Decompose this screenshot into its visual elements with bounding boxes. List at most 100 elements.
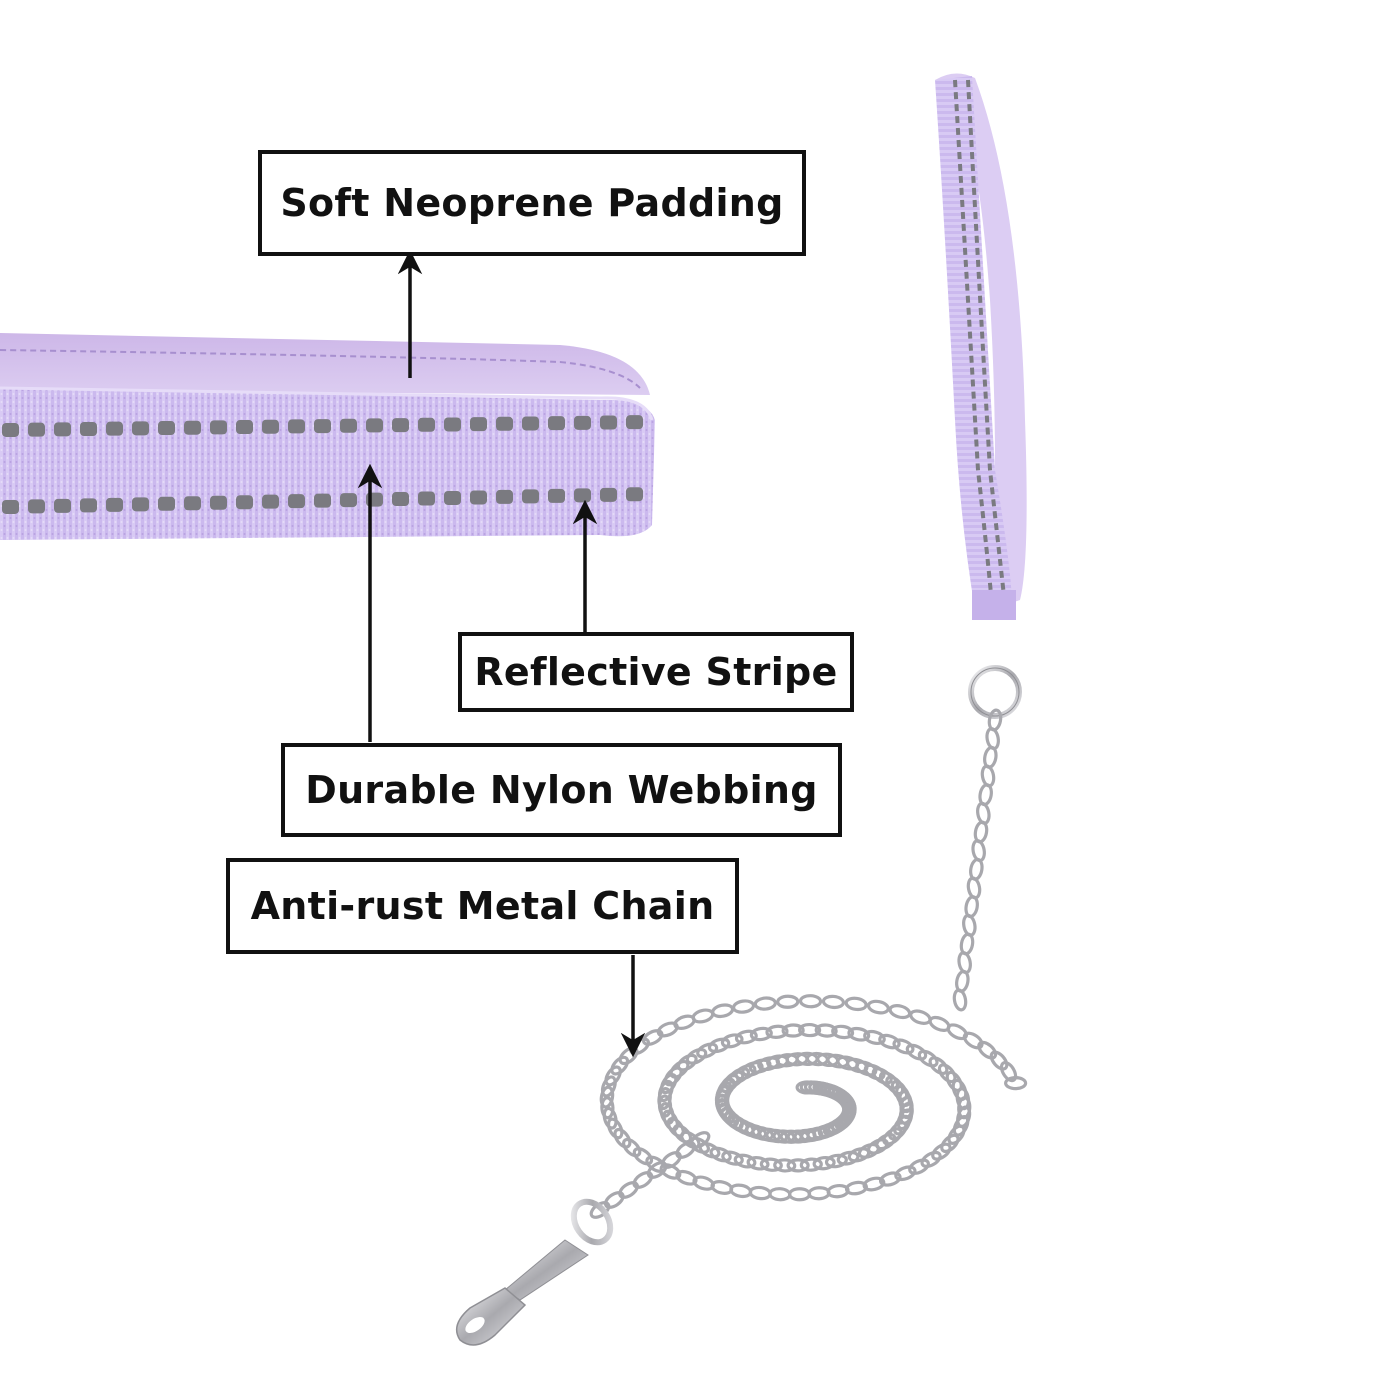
- chain-link: [917, 1049, 939, 1068]
- reflective-dash: [262, 494, 279, 509]
- d-ring: [968, 665, 1022, 719]
- reflective-dash: [496, 489, 513, 504]
- chain-link: [937, 1063, 957, 1084]
- chain-link: [894, 1165, 917, 1182]
- chain-link: [879, 1171, 902, 1187]
- nylon-webbing-band: [0, 388, 655, 540]
- chain-link: [618, 1181, 639, 1199]
- chain-link: [920, 1150, 942, 1169]
- chain-link: [807, 1186, 831, 1201]
- reflective-dash: [340, 493, 357, 508]
- chain-link: [844, 1180, 868, 1196]
- handle-closeup: [0, 333, 655, 540]
- chain-link: [776, 994, 800, 1009]
- chain-link: [799, 1157, 823, 1172]
- chain-link: [759, 1157, 783, 1172]
- reflective-dash: [444, 490, 461, 505]
- reflective-dash: [392, 418, 409, 433]
- chain-link: [600, 1075, 617, 1098]
- chain-link: [733, 1153, 757, 1169]
- chain-link: [711, 1003, 735, 1019]
- chain-link: [689, 1131, 711, 1149]
- chain-link: [821, 994, 846, 1010]
- reflective-dash: [392, 492, 409, 507]
- chain-link: [931, 1142, 952, 1161]
- chain-link: [685, 1047, 708, 1065]
- reflective-dash: [2, 422, 19, 437]
- reflective-dash: [522, 489, 539, 504]
- chain-link: [773, 1158, 797, 1173]
- reflective-dash: [470, 417, 487, 432]
- chain-link: [836, 1150, 860, 1166]
- chain-link: [720, 1033, 744, 1049]
- chain-link: [866, 999, 890, 1015]
- chain-link: [888, 1004, 912, 1020]
- leash-handle-loop: [935, 73, 1027, 620]
- chain-link: [867, 1138, 889, 1155]
- chain-link: [812, 1155, 836, 1171]
- chain-link: [599, 1085, 615, 1109]
- chain-link: [909, 1009, 932, 1025]
- reflective-dash: [28, 422, 45, 437]
- reflective-dash: [600, 487, 617, 502]
- callout-anti-rust-metal-chain: Anti-rust Metal Chain: [226, 858, 739, 954]
- reflective-dash: [548, 416, 565, 431]
- chain-link: [749, 1026, 773, 1042]
- reflective-dash: [158, 496, 175, 511]
- chain-link: [928, 1015, 951, 1032]
- chain-link: [600, 1096, 615, 1120]
- callout-reflective-stripe: Reflective Stripe: [458, 632, 854, 712]
- chain-link: [646, 1161, 668, 1179]
- chain-link: [709, 1146, 732, 1163]
- reflective-dash: [184, 420, 201, 435]
- chain-link: [766, 1054, 790, 1069]
- reflective-dash: [262, 419, 279, 434]
- reflective-dash: [418, 491, 435, 506]
- chain-link: [892, 1038, 915, 1055]
- chain-link: [795, 1080, 819, 1095]
- reflective-dash: [574, 415, 591, 430]
- chain-link: [847, 1026, 871, 1042]
- chain-link: [710, 1180, 734, 1195]
- neoprene-padding-surface: [0, 333, 650, 395]
- chain-link: [945, 1070, 963, 1093]
- chain-link: [632, 1147, 654, 1166]
- reflective-dash: [80, 498, 97, 513]
- chain-link: [732, 999, 756, 1014]
- chain-link: [878, 1033, 901, 1050]
- reflective-dash: [184, 496, 201, 511]
- reflective-dash: [80, 422, 97, 436]
- chain-link: [663, 1066, 683, 1087]
- chain-link: [844, 996, 868, 1012]
- reflective-stripe-top: [2, 415, 643, 437]
- chain-link: [977, 1040, 998, 1060]
- reflective-dash: [210, 420, 227, 435]
- reflective-dash: [132, 421, 149, 436]
- reflective-dash: [2, 499, 19, 514]
- reflective-dash: [236, 420, 253, 435]
- chain-link: [786, 1158, 810, 1173]
- reflective-stripe-bottom: [2, 487, 643, 514]
- reflective-dash: [54, 498, 71, 513]
- reflective-dash: [28, 499, 45, 514]
- reflective-dash: [366, 418, 383, 433]
- chain-link: [656, 1021, 679, 1038]
- reflective-dash: [288, 419, 305, 434]
- chain-link: [748, 1058, 772, 1074]
- chain-link: [768, 1187, 792, 1202]
- chain-link: [602, 1106, 618, 1130]
- chain-link: [765, 1024, 789, 1039]
- chain-link: [757, 1056, 781, 1072]
- reflective-dash: [548, 488, 565, 503]
- chain-link: [928, 1056, 949, 1076]
- metal-chain: [589, 708, 1028, 1219]
- callout-durable-nylon-webbing: Durable Nylon Webbing: [281, 743, 842, 837]
- callout-soft-neoprene-padding: Soft Neoprene Padding: [258, 150, 806, 256]
- reflective-dash: [314, 493, 331, 508]
- chain-link: [604, 1065, 622, 1087]
- reflective-dash: [210, 495, 227, 510]
- reflective-dash: [314, 419, 331, 434]
- reflective-dash: [418, 417, 435, 432]
- reflective-dash: [158, 421, 175, 436]
